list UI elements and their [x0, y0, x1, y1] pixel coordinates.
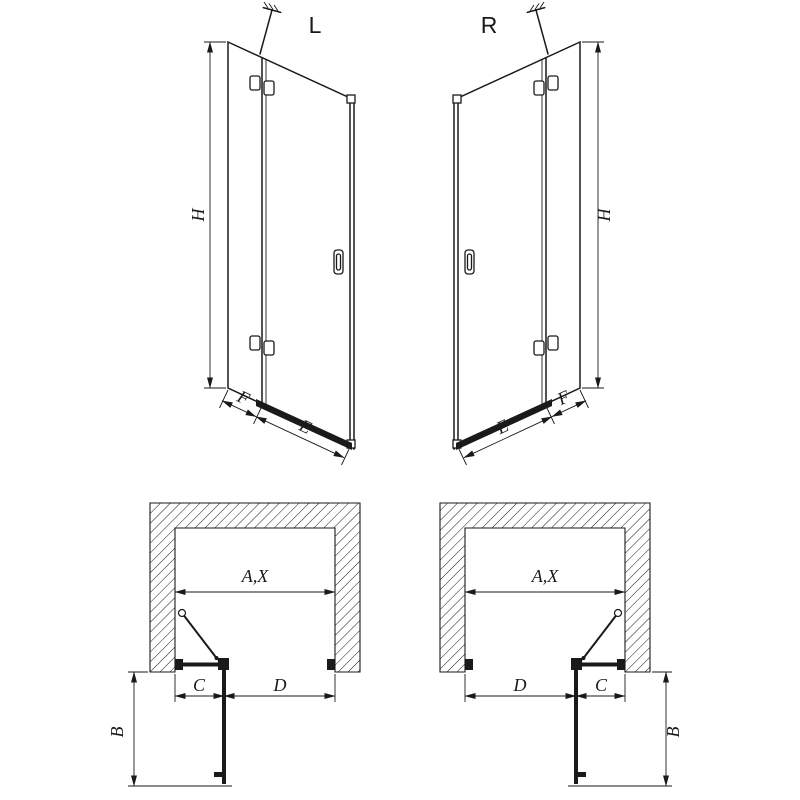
projection-label-right-plan: B [663, 727, 683, 738]
fixed-section-label-right-plan: C [595, 675, 608, 695]
hinge-bottom-left [249, 335, 275, 356]
support-strut-plan-right [581, 608, 623, 661]
dim-widths-left: F E [219, 386, 351, 466]
plan-right: A,X D C B [439, 502, 683, 787]
niche-width-label-left-plan: A,X [241, 566, 269, 586]
pivot-block-plan-right [571, 658, 582, 670]
fixed-section-label-left-plan: C [193, 675, 206, 695]
niche-width-label-right-plan: A,X [531, 566, 559, 586]
wall-bracket-right-a [465, 659, 473, 670]
wall-left-plan [149, 502, 361, 673]
door-handle-left [333, 249, 344, 275]
wall-right-plan [439, 502, 651, 673]
strut-anchor-hatch-right [529, 1, 545, 12]
wall-bracket-left-b [327, 659, 335, 670]
variant-label-left: L [309, 12, 322, 38]
glass-panel-right [457, 40, 581, 447]
door-section-label-left-plan: D [273, 675, 287, 695]
dim-projection-left-plan: B [107, 671, 232, 787]
door-handle-right [464, 249, 475, 275]
dim-sections-left-plan: C D [174, 674, 336, 702]
pivot-block-plan-left [218, 658, 229, 670]
wall-bracket-left-a [175, 659, 183, 670]
dim-height-left: H [188, 41, 226, 389]
dim-height-right: H [582, 41, 614, 389]
hinge-top-right [533, 75, 559, 96]
fixed-width-label-right: F [553, 386, 573, 410]
ceiling-strut-left [259, 1, 282, 55]
dim-projection-right-plan: B [568, 671, 683, 787]
strut-anchor-hatch-left [263, 1, 279, 12]
wall-bracket-right-b [617, 659, 625, 670]
door-handle-plan-left [214, 772, 224, 777]
plan-left: A,X C D B [107, 502, 361, 787]
hinge-top-left [249, 75, 275, 96]
height-label-left: H [188, 208, 208, 223]
dim-widths-right: F E [457, 386, 589, 466]
door-handle-plan-right [576, 772, 586, 777]
wall-profile-right [452, 94, 462, 450]
dim-niche-width-left-plan: A,X [174, 566, 336, 595]
projection-label-left-plan: B [107, 727, 127, 738]
support-strut-plan-left [177, 608, 219, 661]
glass-panel-left [227, 40, 351, 447]
variant-label-right: R [481, 12, 498, 38]
hinge-bottom-right [533, 335, 559, 356]
dim-sections-right-plan: D C [464, 674, 626, 702]
dim-niche-width-right-plan: A,X [464, 566, 626, 595]
elevation-right: R [452, 1, 614, 466]
fixed-width-label-left: F [233, 386, 253, 410]
height-label-right: H [594, 208, 614, 223]
wall-profile-left [346, 94, 356, 450]
elevation-left: L [188, 1, 356, 466]
ceiling-strut-right [526, 1, 549, 55]
door-section-label-right-plan: D [513, 675, 527, 695]
